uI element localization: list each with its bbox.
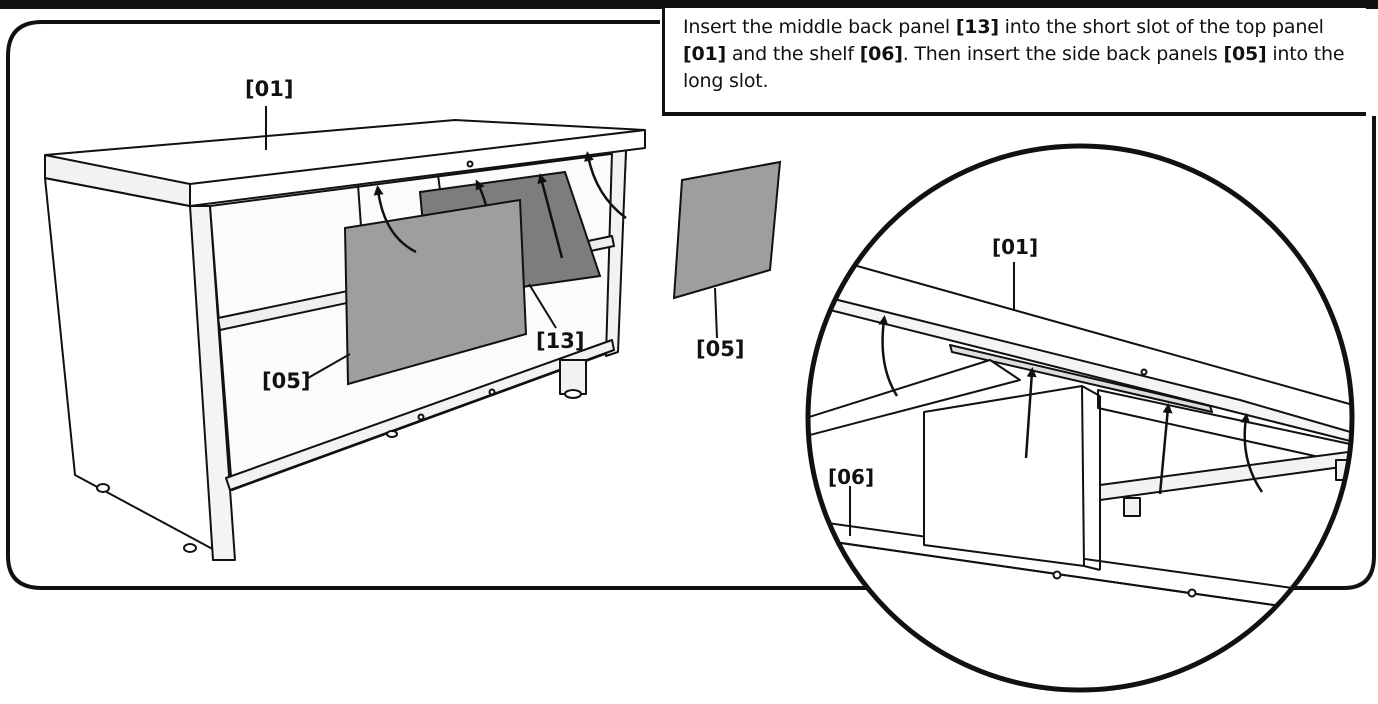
step-frame (6, 20, 1376, 590)
callout-side-back-panel-left: [05] (262, 369, 310, 393)
insertion-arrows (373, 151, 627, 259)
callout-top-panel: [01] (245, 77, 293, 101)
zoom-detail (808, 249, 1352, 621)
instruction-part: Insert the middle back panel (683, 16, 956, 38)
callout-side-back-panel-right: [05] (696, 337, 744, 361)
instruction-text: Insert the middle back panel [13] into t… (683, 14, 1352, 95)
top-rule (0, 0, 1378, 9)
instruction-box: Insert the middle back panel [13] into t… (662, 8, 1366, 116)
instruction-part: into the long slot. (683, 43, 1345, 92)
instruction-part: and the shelf (726, 43, 860, 65)
instruction-part: into the short slot of the top panel (998, 16, 1324, 38)
part-number-05: [05] (1223, 43, 1267, 65)
side-back-panel-05-left (343, 198, 528, 386)
side-back-panel-05-right (672, 160, 782, 300)
zoom-arrows (878, 315, 1264, 495)
callout-zoom-shelf: [06] (828, 465, 874, 489)
instruction-part: . Then insert the side back panels (902, 43, 1224, 65)
callout-zoom-top-panel: [01] (992, 235, 1038, 259)
zoom-leader-lines (849, 262, 1015, 536)
part-number-01: [01] (683, 43, 727, 65)
zoom-circle-outline (805, 143, 1355, 693)
part-number-06: [06] (859, 43, 903, 65)
part-number-13: [13] (955, 16, 999, 38)
callout-middle-back-panel: [13] (536, 329, 584, 353)
leader-lines (265, 106, 718, 379)
